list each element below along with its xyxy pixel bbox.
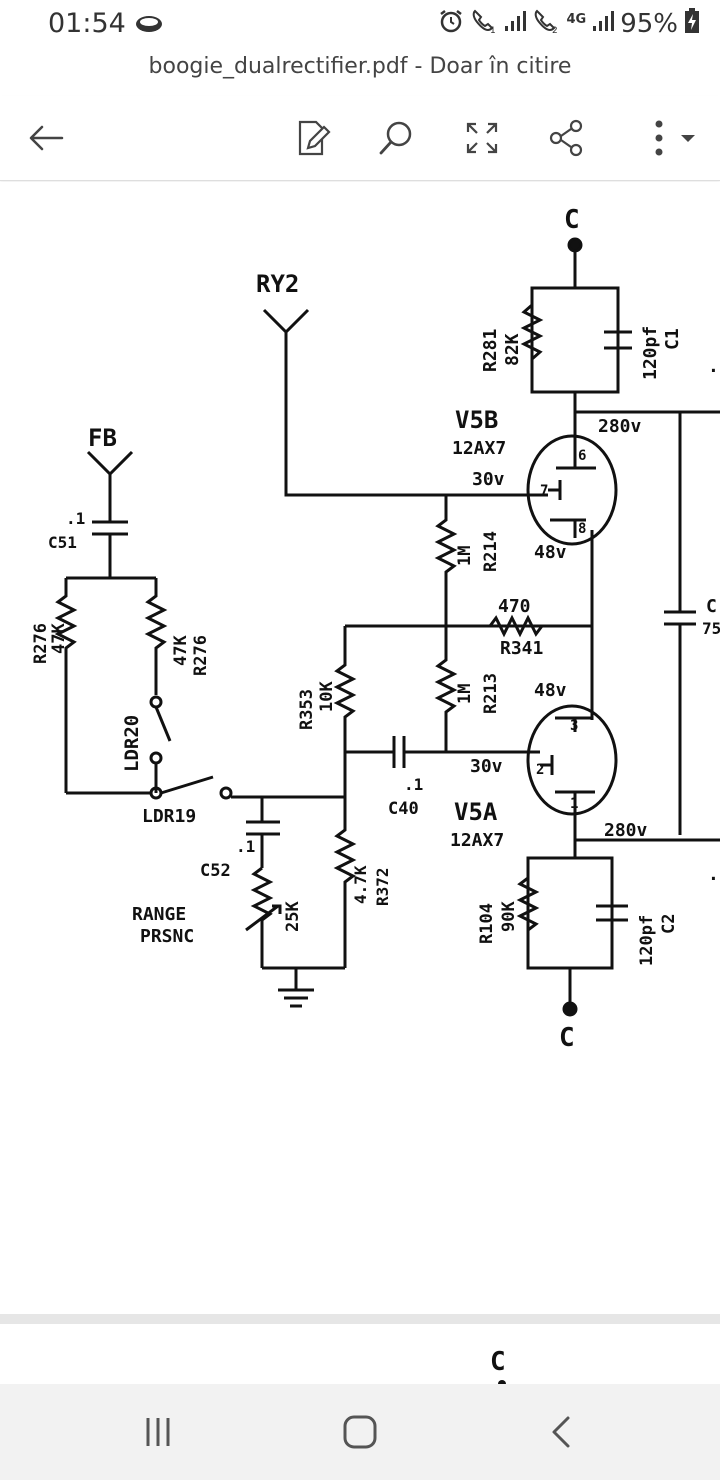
- label-r353-value: 10K: [317, 681, 337, 712]
- label-r281: R281: [480, 329, 501, 372]
- call-sim2-icon: 2: [532, 8, 560, 41]
- fullscreen-icon[interactable]: [454, 110, 510, 166]
- label-280v-bot: 280v: [604, 820, 648, 841]
- edit-pdf-icon[interactable]: [284, 110, 340, 166]
- network-type: 4G: [566, 11, 587, 27]
- pdf-toolbar: [0, 96, 720, 181]
- label-r104: R104: [477, 903, 497, 944]
- schematic-diagram-next: C: [490, 1347, 506, 1384]
- label-r214: R214: [481, 531, 501, 572]
- label-c51-value: .1: [66, 509, 85, 528]
- label-c52-value: .1: [236, 837, 255, 856]
- battery-percent: 95%: [620, 9, 678, 39]
- label-30v-top: 30v: [472, 469, 505, 490]
- label-c-bottom: C: [559, 1023, 575, 1053]
- label-pin8: 8: [578, 521, 586, 537]
- back-icon[interactable]: [532, 1404, 592, 1460]
- label-r276b: R276: [191, 635, 211, 676]
- label-c1-value: 120pf: [640, 326, 661, 380]
- search-icon[interactable]: [368, 110, 424, 166]
- label-r276-value: 47K: [49, 623, 69, 654]
- recent-apps-icon[interactable]: [128, 1404, 188, 1460]
- label-48v-bot: 48v: [534, 680, 567, 701]
- label-c-top: C: [564, 205, 580, 235]
- label-r104-value: 90K: [499, 901, 519, 932]
- label-c-right-bot: .C: [708, 864, 720, 885]
- back-arrow-icon[interactable]: [18, 110, 74, 166]
- label-c40-value: .1: [404, 775, 423, 794]
- label-c75-value: 75: [702, 619, 720, 638]
- label-pin7: 7: [540, 483, 548, 499]
- document-title: boogie_dualrectifier.pdf - Doar în citir…: [148, 54, 572, 79]
- label-pin1: 1: [570, 796, 578, 812]
- label-c52: C52: [200, 861, 231, 881]
- label-v5a: V5A: [454, 798, 498, 826]
- pdf-page[interactable]: C RY2 R281 82K 120pf C1 .C V5B 12AX7 280…: [0, 182, 720, 1314]
- label-c2: C2: [659, 914, 679, 934]
- label-30v-bot: 30v: [470, 756, 503, 777]
- label-range: RANGE: [132, 904, 186, 925]
- label-pot-value: 25K: [283, 901, 303, 932]
- label-fb: FB: [88, 424, 117, 452]
- navigation-bar: [0, 1384, 720, 1480]
- label-r341: R341: [500, 638, 543, 659]
- label-280v-top: 280v: [598, 416, 642, 437]
- label-r281-value: 82K: [502, 333, 523, 366]
- label-v5b-type: 12AX7: [452, 438, 506, 459]
- label-ldr19: LDR19: [142, 806, 196, 827]
- label-r276: R276: [31, 623, 51, 664]
- label-r372: R372: [373, 867, 392, 906]
- status-icons: 1 2 4G 95%: [438, 6, 700, 42]
- svg-text:2: 2: [552, 26, 558, 34]
- label-r214-value: 1M: [455, 546, 475, 566]
- label-r213: R213: [481, 673, 501, 714]
- label-r213-value: 1M: [455, 684, 475, 704]
- label-pin3: 3: [570, 718, 578, 734]
- label-ldr20: LDR20: [121, 715, 143, 772]
- label-c2-value: 120pf: [637, 915, 657, 966]
- label-48v-top: 48v: [534, 542, 567, 563]
- label-r341-value: 470: [498, 596, 531, 617]
- alarm-icon: [438, 8, 464, 41]
- page-separator: [0, 1314, 720, 1324]
- label-c51: C51: [48, 533, 77, 552]
- signal-icon: [504, 9, 527, 40]
- label-ry2: RY2: [256, 270, 299, 298]
- label-v5b: V5B: [455, 406, 498, 434]
- label-c-right-top: .C: [708, 356, 720, 377]
- label-c-page2: C: [490, 1347, 506, 1377]
- label-c40: C40: [388, 799, 419, 819]
- label-c1: C1: [662, 328, 683, 350]
- home-icon[interactable]: [330, 1404, 390, 1460]
- schematic-diagram: C RY2 R281 82K 120pf C1 .C V5B 12AX7 280…: [31, 205, 720, 1053]
- label-pin6: 6: [578, 448, 586, 464]
- cloud-icon: [134, 12, 164, 38]
- label-c75: C: [706, 596, 717, 617]
- label-r372-value: 4.7K: [351, 865, 370, 904]
- label-pin2: 2: [536, 762, 544, 778]
- share-icon[interactable]: [538, 110, 594, 166]
- label-r276b-value: 47K: [171, 635, 191, 666]
- signal-icon: [592, 9, 615, 40]
- label-presnc: PRSNC: [140, 926, 194, 947]
- pdf-page-next[interactable]: C: [0, 1324, 720, 1384]
- label-r353: R353: [297, 689, 317, 730]
- call-sim1-icon: 1: [470, 8, 498, 41]
- label-v5a-type: 12AX7: [450, 830, 504, 851]
- status-time: 01:54: [48, 8, 126, 39]
- svg-text:1: 1: [490, 26, 496, 34]
- status-bar: 01:54 1 2 4G 95%: [0, 0, 720, 50]
- more-options-icon[interactable]: [632, 110, 702, 166]
- battery-charging-icon: [684, 7, 700, 41]
